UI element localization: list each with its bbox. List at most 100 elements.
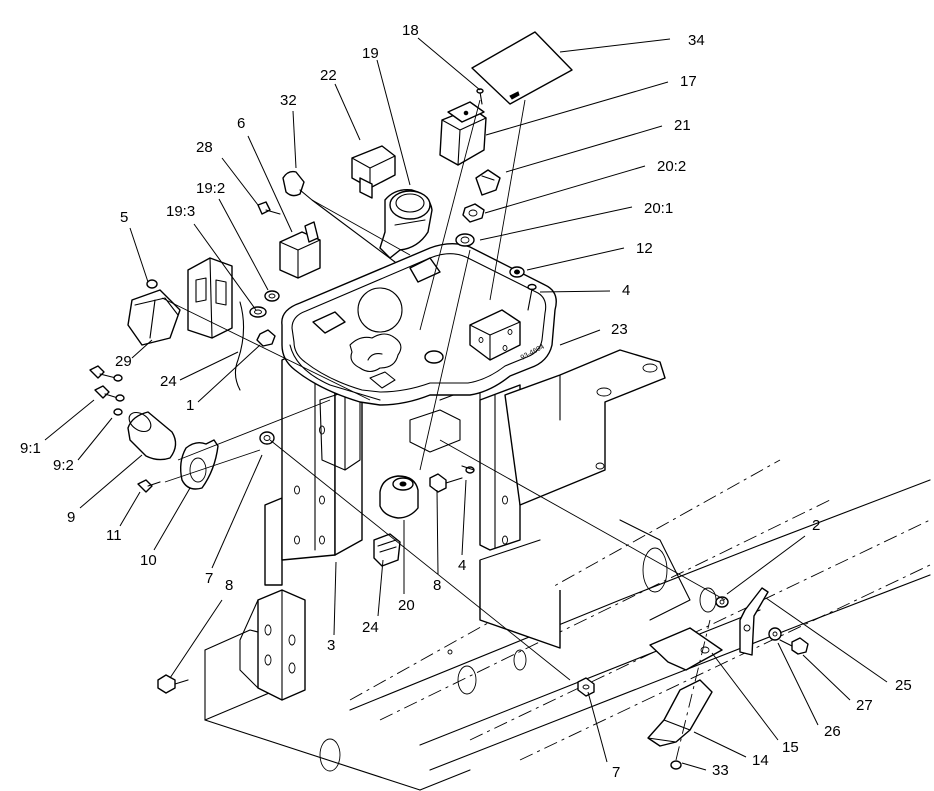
- washer-part-7-upper: [259, 431, 275, 445]
- callout-c4a: 4: [622, 282, 630, 299]
- callout-c29: 29: [115, 353, 132, 370]
- washer-part-26: [768, 627, 782, 641]
- callout-c22: 22: [320, 67, 337, 84]
- clamp-part-10: [179, 439, 219, 490]
- leader-line-c6: [247, 135, 293, 233]
- leader-line-c28: [221, 157, 259, 206]
- screw-part-4-upper: [527, 283, 537, 311]
- callout-c19: 19: [362, 45, 379, 62]
- screw-part-4-lower: [461, 465, 475, 474]
- leader-line-c25: [765, 597, 888, 683]
- bolt-part-28: [257, 201, 281, 215]
- callout-c17: 17: [680, 73, 697, 90]
- callout-c32: 32: [280, 92, 297, 109]
- leader-line-c8a: [436, 489, 439, 575]
- leader-line-c10: [153, 487, 191, 551]
- callout-c34: 34: [688, 32, 705, 49]
- callout-c23: 23: [611, 321, 628, 338]
- callout-c4b: 4: [458, 557, 466, 574]
- callout-c33: 33: [712, 762, 729, 779]
- key-switch-part-21: [475, 169, 501, 196]
- bolt-part-8-centre: [429, 473, 463, 493]
- leader-line-c4b: [461, 479, 467, 556]
- leader-line-c19_3: [193, 223, 257, 311]
- leader-line-c7b: [587, 691, 608, 763]
- callout-c1: 1: [186, 397, 194, 414]
- callout-c20: 20: [398, 597, 415, 614]
- leader-line-c15: [711, 652, 779, 741]
- callout-c19_2: 19:2: [196, 180, 225, 197]
- leader-line-c4a: [539, 290, 611, 293]
- switch-housing: [187, 257, 245, 391]
- callout-c21: 21: [674, 117, 691, 134]
- leader-line-c2: [726, 535, 806, 595]
- leader-line-c14: [693, 731, 747, 758]
- nut-part-1: [256, 329, 276, 347]
- solenoid-part-9: [127, 411, 177, 461]
- leader-line-c21: [505, 125, 663, 173]
- leader-line-c26: [777, 642, 819, 726]
- bolt-part-27: [779, 637, 809, 655]
- leader-line-c19_2: [218, 198, 269, 291]
- leader-line-c12: [526, 247, 625, 271]
- callout-c28: 28: [196, 139, 213, 156]
- callout-c15: 15: [782, 739, 799, 756]
- leader-line-c32: [292, 110, 297, 169]
- callout-c24a: 24: [160, 373, 177, 390]
- leader-line-c9: [79, 454, 143, 509]
- leader-line-c34: [559, 38, 671, 53]
- leader-line-c23: [559, 329, 601, 346]
- screw-part-11: [137, 479, 161, 493]
- callout-c9: 9: [67, 509, 75, 526]
- screw-part-18: [476, 88, 484, 105]
- callout-c9_2: 9:2: [53, 457, 74, 474]
- leader-line-c22: [334, 83, 361, 141]
- alignment-lines: [161, 99, 726, 681]
- mounting-bracket-left: [239, 589, 306, 701]
- callout-c6: 6: [237, 115, 245, 132]
- callout-c5: 5: [120, 209, 128, 226]
- leader-line-c24b: [377, 559, 384, 617]
- leader-line-c3: [333, 561, 337, 636]
- leader-line-c18: [417, 37, 481, 91]
- hour-meter-part-19: [379, 189, 433, 259]
- callout-c20_2: 20:2: [657, 158, 686, 175]
- callout-c7a: 7: [205, 570, 213, 587]
- relay-part-6: [279, 221, 321, 279]
- callout-c18: 18: [402, 22, 419, 39]
- module-part-17: [439, 101, 487, 166]
- leader-line-c9_2: [77, 417, 113, 461]
- callout-c8b: 8: [225, 577, 233, 594]
- nut-part-7-lower: [577, 677, 595, 697]
- leader-line-c17: [485, 81, 669, 136]
- bolts-part-9-1-9-2: [89, 365, 125, 416]
- leader-line-c7a: [211, 454, 263, 569]
- leader-line-c20_2: [484, 165, 646, 214]
- bushing-part-12: [509, 266, 525, 278]
- leader-line-c8b: [169, 599, 223, 679]
- plate-part-15: [649, 627, 723, 671]
- callout-c27: 27: [856, 697, 873, 714]
- washer-part-20-1: [455, 233, 475, 247]
- leader-line-c9_1: [44, 399, 95, 441]
- callout-c8a: 8: [433, 577, 441, 594]
- nut-part-33: [670, 619, 711, 770]
- leader-line-c19: [376, 59, 411, 186]
- leader-line-c11: [119, 491, 141, 527]
- callout-c3: 3: [327, 637, 335, 654]
- switch-part-22: [351, 145, 396, 199]
- lever-part-25: [739, 587, 769, 656]
- nut-part-20-2: [462, 203, 485, 223]
- bracket-part-14: [647, 679, 713, 747]
- washers-19-2-19-3: [249, 290, 280, 318]
- leader-line-c27: [802, 654, 851, 701]
- callout-c9_1: 9:1: [20, 440, 41, 457]
- decal-part-34: [471, 31, 573, 105]
- callout-c2: 2: [812, 517, 820, 534]
- leader-line-c20_1: [479, 206, 633, 241]
- callout-c10: 10: [140, 552, 157, 569]
- leader-line-c29: [131, 339, 153, 359]
- callout-c26: 26: [824, 723, 841, 740]
